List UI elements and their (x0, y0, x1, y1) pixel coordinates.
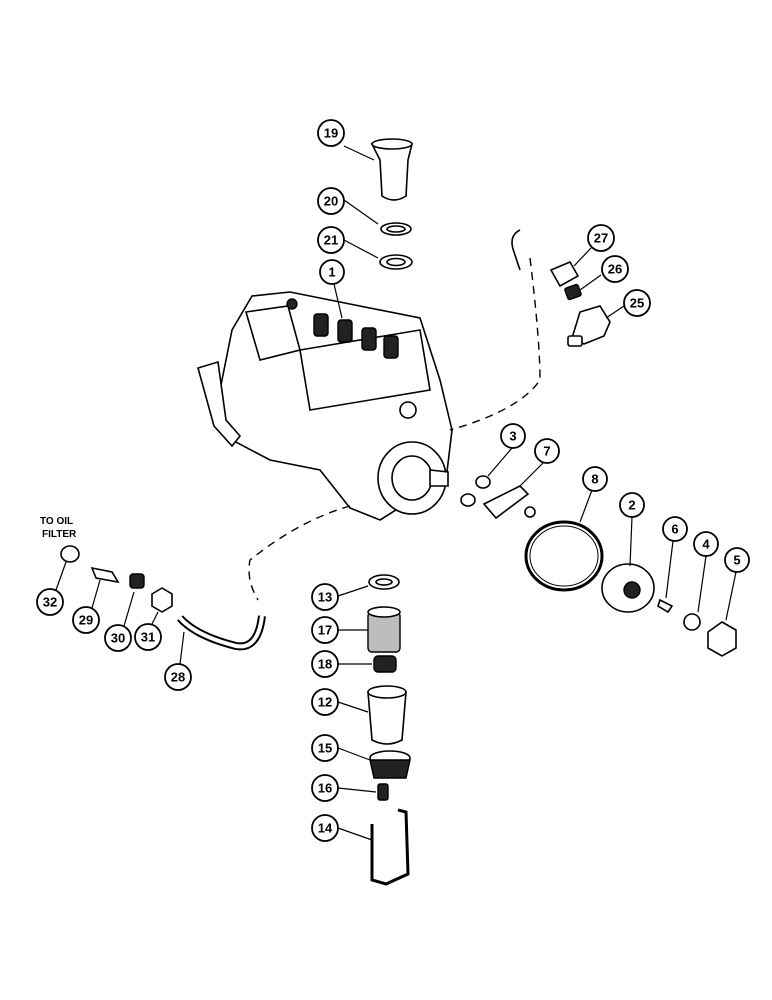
callout-4: 4 (693, 531, 719, 557)
svg-text:30: 30 (111, 631, 125, 646)
part-20-seal-ring (380, 222, 412, 236)
svg-text:12: 12 (318, 695, 332, 710)
part-2-hub (601, 563, 655, 613)
callout-30: 30 (104, 624, 132, 652)
callout-25: 25 (623, 289, 651, 317)
svg-text:27: 27 (594, 231, 608, 246)
part-21-washer (379, 254, 413, 270)
part-16-screw (377, 783, 389, 801)
part-28-fuel-line (177, 615, 266, 651)
callout-8: 8 (582, 466, 608, 492)
callout-1: 1 (319, 259, 345, 285)
callout-26: 26 (601, 255, 629, 283)
part-12-bowl (367, 685, 407, 745)
callout-6: 6 (662, 516, 688, 542)
svg-text:13: 13 (318, 590, 332, 605)
callout-2: 2 (619, 492, 645, 518)
part-30-sleeve (129, 573, 145, 589)
callout-13: 13 (311, 583, 339, 611)
callout-21: 21 (317, 226, 345, 254)
svg-text:25: 25 (630, 296, 644, 311)
part-31-nut (151, 587, 173, 613)
part-14-bail (370, 808, 410, 886)
svg-text:32: 32 (43, 595, 57, 610)
svg-text:7: 7 (543, 444, 550, 459)
callout-32: 32 (36, 588, 64, 616)
callout-16: 16 (311, 774, 339, 802)
callout-19: 19 (317, 119, 345, 147)
note-line-2: FILTER (42, 529, 77, 540)
part-5-nut (707, 621, 737, 657)
part-3-nuts (460, 475, 491, 507)
part-26-sleeve (564, 283, 582, 301)
part-19-filter-cap (370, 138, 414, 201)
part-1-injection-pump (197, 291, 453, 521)
svg-text:20: 20 (324, 194, 338, 209)
callout-29: 29 (72, 606, 100, 634)
part-27-fitting-nut (511, 229, 580, 288)
callout-3: 3 (500, 423, 526, 449)
callout-5: 5 (724, 547, 750, 573)
svg-text:14: 14 (318, 821, 333, 836)
svg-text:28: 28 (171, 670, 185, 685)
part-13-washer (368, 574, 400, 590)
svg-text:6: 6 (671, 522, 678, 537)
callout-14: 14 (311, 814, 339, 842)
part-15-retainer (369, 750, 411, 779)
svg-text:3: 3 (509, 429, 516, 444)
svg-text:4: 4 (702, 537, 710, 552)
part-25-elbow-fitting (567, 305, 611, 347)
part-8-o-ring (524, 520, 604, 592)
callout-7: 7 (534, 438, 560, 464)
svg-text:19: 19 (324, 126, 338, 141)
part-4-lock-washer (683, 613, 701, 631)
svg-text:16: 16 (318, 781, 332, 796)
callout-27: 27 (587, 224, 615, 252)
svg-text:21: 21 (324, 233, 338, 248)
callout-12: 12 (311, 688, 339, 716)
leader-lines (55, 145, 737, 841)
svg-text:31: 31 (141, 630, 155, 645)
callout-28: 28 (164, 663, 192, 691)
part-32-fitting (60, 545, 80, 563)
svg-text:26: 26 (608, 262, 622, 277)
svg-text:29: 29 (79, 613, 93, 628)
fuel-line-path-upper (449, 257, 541, 431)
callout-20: 20 (317, 187, 345, 215)
callout-15: 15 (311, 734, 339, 762)
part-18-spring (373, 655, 397, 673)
part-29-adapter (90, 566, 120, 584)
svg-text:1: 1 (328, 265, 335, 280)
svg-text:15: 15 (318, 741, 332, 756)
note-line-1: TO OIL (40, 516, 73, 527)
svg-text:5: 5 (733, 553, 740, 568)
part-7-bracket (482, 485, 536, 520)
part-17-filter-element (367, 606, 401, 653)
svg-text:18: 18 (318, 657, 332, 672)
callout-31: 31 (134, 623, 162, 651)
fuel-line-path-lower (248, 505, 351, 601)
callout-18: 18 (311, 650, 339, 678)
svg-text:2: 2 (628, 498, 635, 513)
part-6-key (657, 598, 674, 614)
svg-text:8: 8 (591, 472, 598, 487)
svg-text:17: 17 (318, 623, 332, 638)
callout-17: 17 (311, 616, 339, 644)
